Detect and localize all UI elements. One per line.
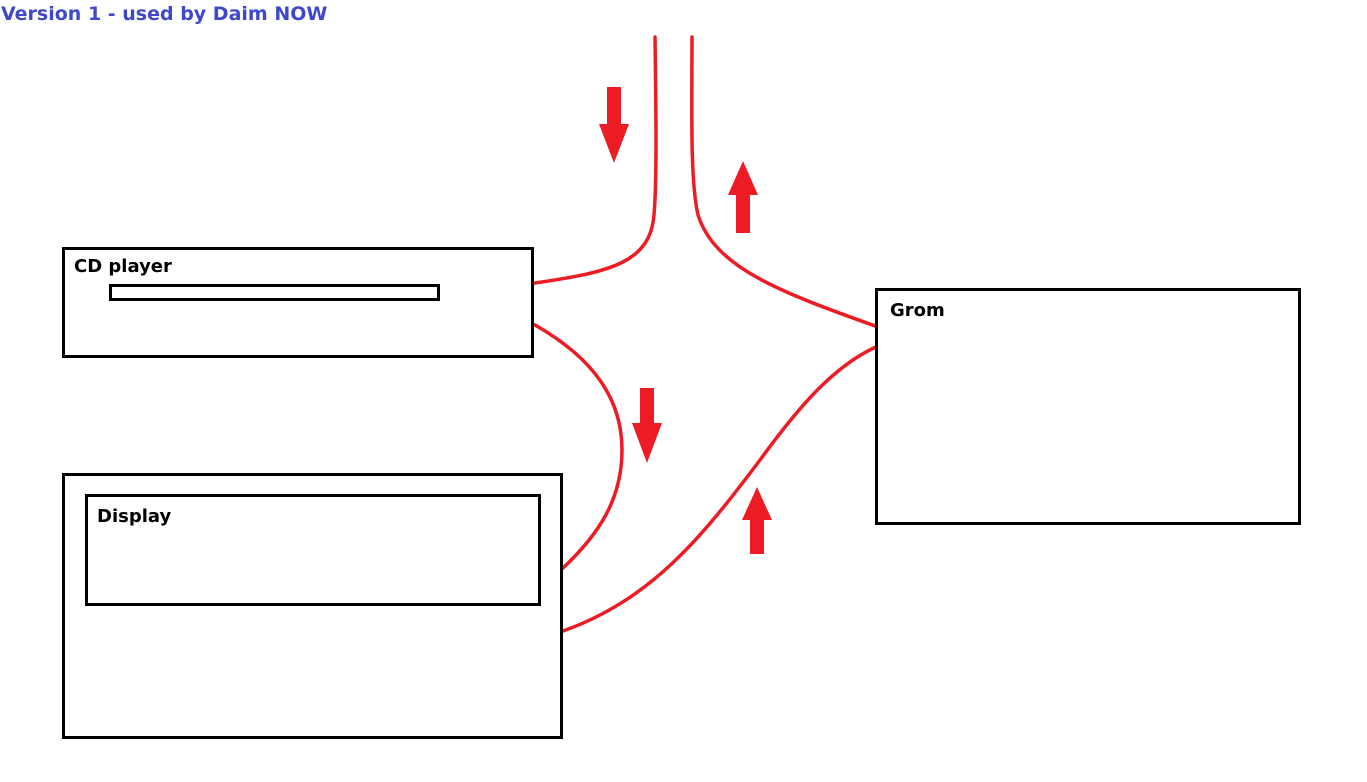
grom-box: Grom — [875, 288, 1301, 525]
arrow-down-icon — [599, 87, 629, 163]
wire-cd-player-to-display — [533, 323, 624, 570]
wire-trunk-to-grom — [690, 35, 880, 329]
wire-trunk-to-cd-player — [533, 35, 658, 285]
cd-player-box: CD player — [62, 247, 534, 358]
cd-player-label: CD player — [74, 256, 172, 277]
arrow-up-icon — [728, 161, 758, 233]
arrow-up-icon — [742, 487, 772, 554]
page-title: Version 1 - used by Daim NOW — [1, 3, 328, 25]
wire-display-to-grom — [561, 344, 880, 633]
display-label: Display — [97, 506, 172, 527]
cd-slot — [109, 284, 440, 301]
display-screen-box: Display — [85, 494, 541, 606]
grom-label: Grom — [890, 300, 945, 321]
arrow-down-icon — [632, 388, 662, 463]
